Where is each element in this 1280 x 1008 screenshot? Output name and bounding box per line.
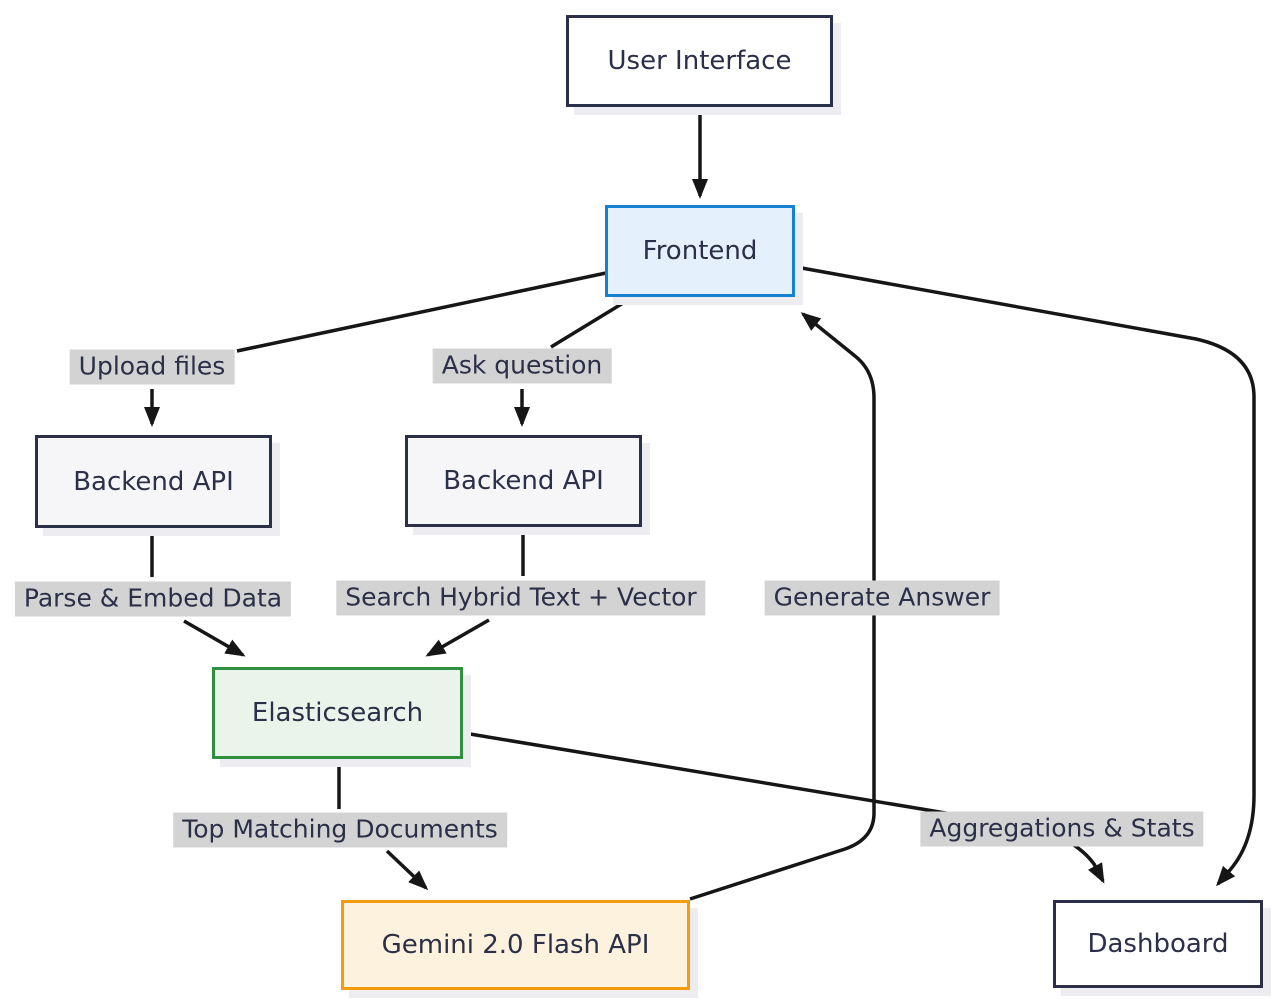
edge-label-parse-embed-data: Parse & Embed Data [14, 581, 292, 617]
edge-frontend-to-upload-label [236, 271, 607, 353]
edge-search-label-to-elasticsearch [425, 618, 490, 657]
edge-label-ask-question: Ask question [432, 348, 612, 384]
node-gemini-flash-api: Gemini 2.0 Flash API [341, 900, 690, 990]
node-dashboard: Dashboard [1053, 900, 1263, 988]
edge-parse-label-to-elasticsearch [183, 619, 246, 657]
node-backend-api-ask: Backend API [405, 435, 642, 527]
edge-frontend-to-ask-label [550, 295, 634, 349]
edge-elasticsearch-to-dashboard [463, 731, 1105, 884]
edge-label-generate-answer: Generate Answer [764, 580, 1000, 616]
node-elasticsearch: Elasticsearch [212, 667, 463, 759]
node-backend-api-upload: Backend API [35, 435, 272, 528]
edge-label-search-hybrid: Search Hybrid Text + Vector [336, 580, 706, 616]
edge-label-top-matching-documents: Top Matching Documents [173, 812, 507, 848]
edge-label-upload-files: Upload files [69, 349, 235, 385]
edge-frontend-to-dashboard [795, 265, 1256, 887]
node-frontend: Frontend [605, 205, 795, 297]
edge-topmatch-label-to-gemini [385, 849, 429, 891]
edge-label-aggregations-stats: Aggregations & Stats [920, 811, 1204, 847]
node-user-interface: User Interface [566, 15, 833, 107]
